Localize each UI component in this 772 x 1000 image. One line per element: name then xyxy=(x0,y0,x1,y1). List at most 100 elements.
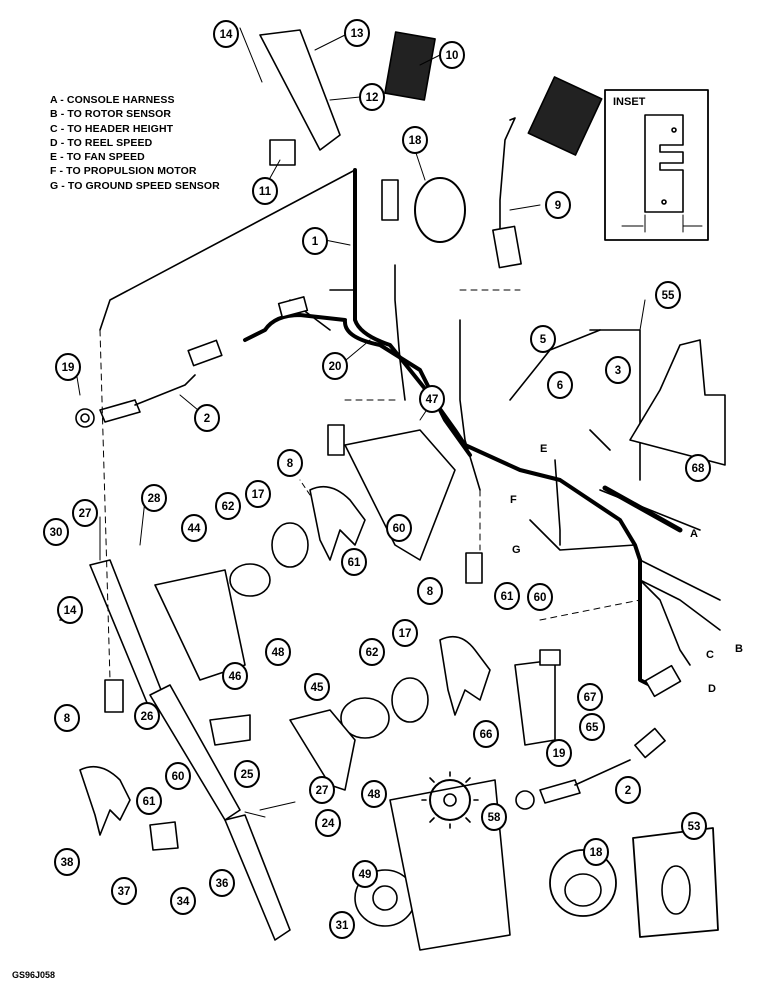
callout-number: 9 xyxy=(555,200,561,212)
callout-27: 27 xyxy=(309,776,335,804)
callout-number: 67 xyxy=(584,692,597,704)
callout-number: 17 xyxy=(252,489,265,501)
callout-number: 48 xyxy=(272,647,285,659)
callout-number: 38 xyxy=(61,857,74,869)
callout-68: 68 xyxy=(685,454,711,482)
callout-number: 61 xyxy=(143,796,156,808)
callout-1: 1 xyxy=(302,227,328,255)
callout-66: 66 xyxy=(473,720,499,748)
callout-number: 47 xyxy=(426,394,439,406)
diagram-artwork xyxy=(59,27,726,951)
callout-30: 30 xyxy=(43,518,69,546)
callout-67: 67 xyxy=(577,683,603,711)
legend-item-g: G - TO GROUND SPEED SENSOR xyxy=(50,179,220,192)
letter-label-a: A xyxy=(690,528,698,540)
callout-number: 8 xyxy=(64,713,71,725)
callout-61: 61 xyxy=(341,548,367,576)
callout-62: 62 xyxy=(359,638,385,666)
callout-13: 13 xyxy=(344,19,370,47)
letter-label-c: C xyxy=(706,649,714,661)
callout-19: 19 xyxy=(546,739,572,767)
callout-46: 46 xyxy=(222,662,248,690)
callout-number: 17 xyxy=(399,628,412,640)
callout-number: 48 xyxy=(368,789,381,801)
callout-number: 61 xyxy=(501,591,514,603)
callout-6: 6 xyxy=(547,371,573,399)
callout-number: 19 xyxy=(62,362,75,374)
callout-number: 31 xyxy=(336,920,349,932)
callout-45: 45 xyxy=(304,673,330,701)
callout-25: 25 xyxy=(234,760,260,788)
console-harness-a xyxy=(602,485,683,533)
legend-item-c: C - TO HEADER HEIGHT xyxy=(50,122,174,135)
callout-2: 2 xyxy=(194,404,220,432)
callout-27: 27 xyxy=(72,499,98,527)
sensor-brackets xyxy=(59,485,491,836)
callout-number: 58 xyxy=(488,812,501,824)
legend-item-a: A - CONSOLE HARNESS xyxy=(50,94,175,106)
callout-number: 49 xyxy=(359,869,372,881)
legend-item-d: D - TO REEL SPEED xyxy=(50,136,153,149)
letter-label-b: B xyxy=(735,643,743,655)
callout-62: 62 xyxy=(215,492,241,520)
plates xyxy=(89,29,726,951)
callout-number: 24 xyxy=(322,818,335,830)
callout-48: 48 xyxy=(361,780,387,808)
callout-number: 27 xyxy=(316,785,329,797)
callout-number: 20 xyxy=(329,361,342,373)
callout-number: 62 xyxy=(366,647,379,659)
inset-plate xyxy=(644,114,684,213)
callout-53: 53 xyxy=(681,812,707,840)
letter-label-f: F xyxy=(510,494,517,506)
legend-item-f: F - TO PROPULSION MOTOR xyxy=(50,165,197,178)
callout-number: 14 xyxy=(220,29,233,41)
callout-number: 1 xyxy=(312,236,319,248)
callout-36: 36 xyxy=(209,869,235,897)
letter-label-e: E xyxy=(540,443,547,455)
connectors xyxy=(104,31,682,759)
callout-number: 65 xyxy=(586,722,599,734)
callout-number: 66 xyxy=(480,729,493,741)
callout-number: 8 xyxy=(427,586,434,598)
inset-title: INSET xyxy=(613,96,646,108)
callout-number: 60 xyxy=(172,771,185,783)
callout-8: 8 xyxy=(417,577,443,605)
callout-number: 26 xyxy=(141,711,154,723)
callout-60: 60 xyxy=(165,762,191,790)
callout-number: 3 xyxy=(615,365,621,377)
callout-8: 8 xyxy=(277,449,303,477)
callout-61: 61 xyxy=(494,582,520,610)
callout-55: 55 xyxy=(655,281,681,309)
callout-12: 12 xyxy=(359,83,385,111)
callout-number: 2 xyxy=(625,785,631,797)
callout-3: 3 xyxy=(605,356,631,384)
callout-number: 14 xyxy=(64,605,77,617)
callout-number: 28 xyxy=(148,493,161,505)
callout-number: 25 xyxy=(241,769,254,781)
callout-number: 18 xyxy=(590,847,603,859)
callout-number: 30 xyxy=(50,527,63,539)
callout-number: 62 xyxy=(222,501,235,513)
callout-26: 26 xyxy=(134,702,160,730)
callout-10: 10 xyxy=(439,41,465,69)
detail-53-box xyxy=(632,827,719,938)
inset-box xyxy=(604,89,709,241)
callout-number: 5 xyxy=(540,334,547,346)
callout-58: 58 xyxy=(481,803,507,831)
callout-49: 49 xyxy=(352,860,378,888)
callout-38: 38 xyxy=(54,848,80,876)
callout-60: 60 xyxy=(386,514,412,542)
callout-number: 44 xyxy=(188,523,201,535)
callout-34: 34 xyxy=(170,887,196,915)
callout-47: 47 xyxy=(419,385,445,413)
callout-number: 2 xyxy=(204,413,210,425)
sensors xyxy=(75,374,631,810)
callout-number: 53 xyxy=(688,821,701,833)
callout-65: 65 xyxy=(579,713,605,741)
callout-44: 44 xyxy=(181,514,207,542)
callout-number: 6 xyxy=(557,380,563,392)
letter-label-g: G xyxy=(512,544,521,556)
legend-item-e: E - TO FAN SPEED xyxy=(50,151,145,164)
callout-19: 19 xyxy=(55,353,81,381)
